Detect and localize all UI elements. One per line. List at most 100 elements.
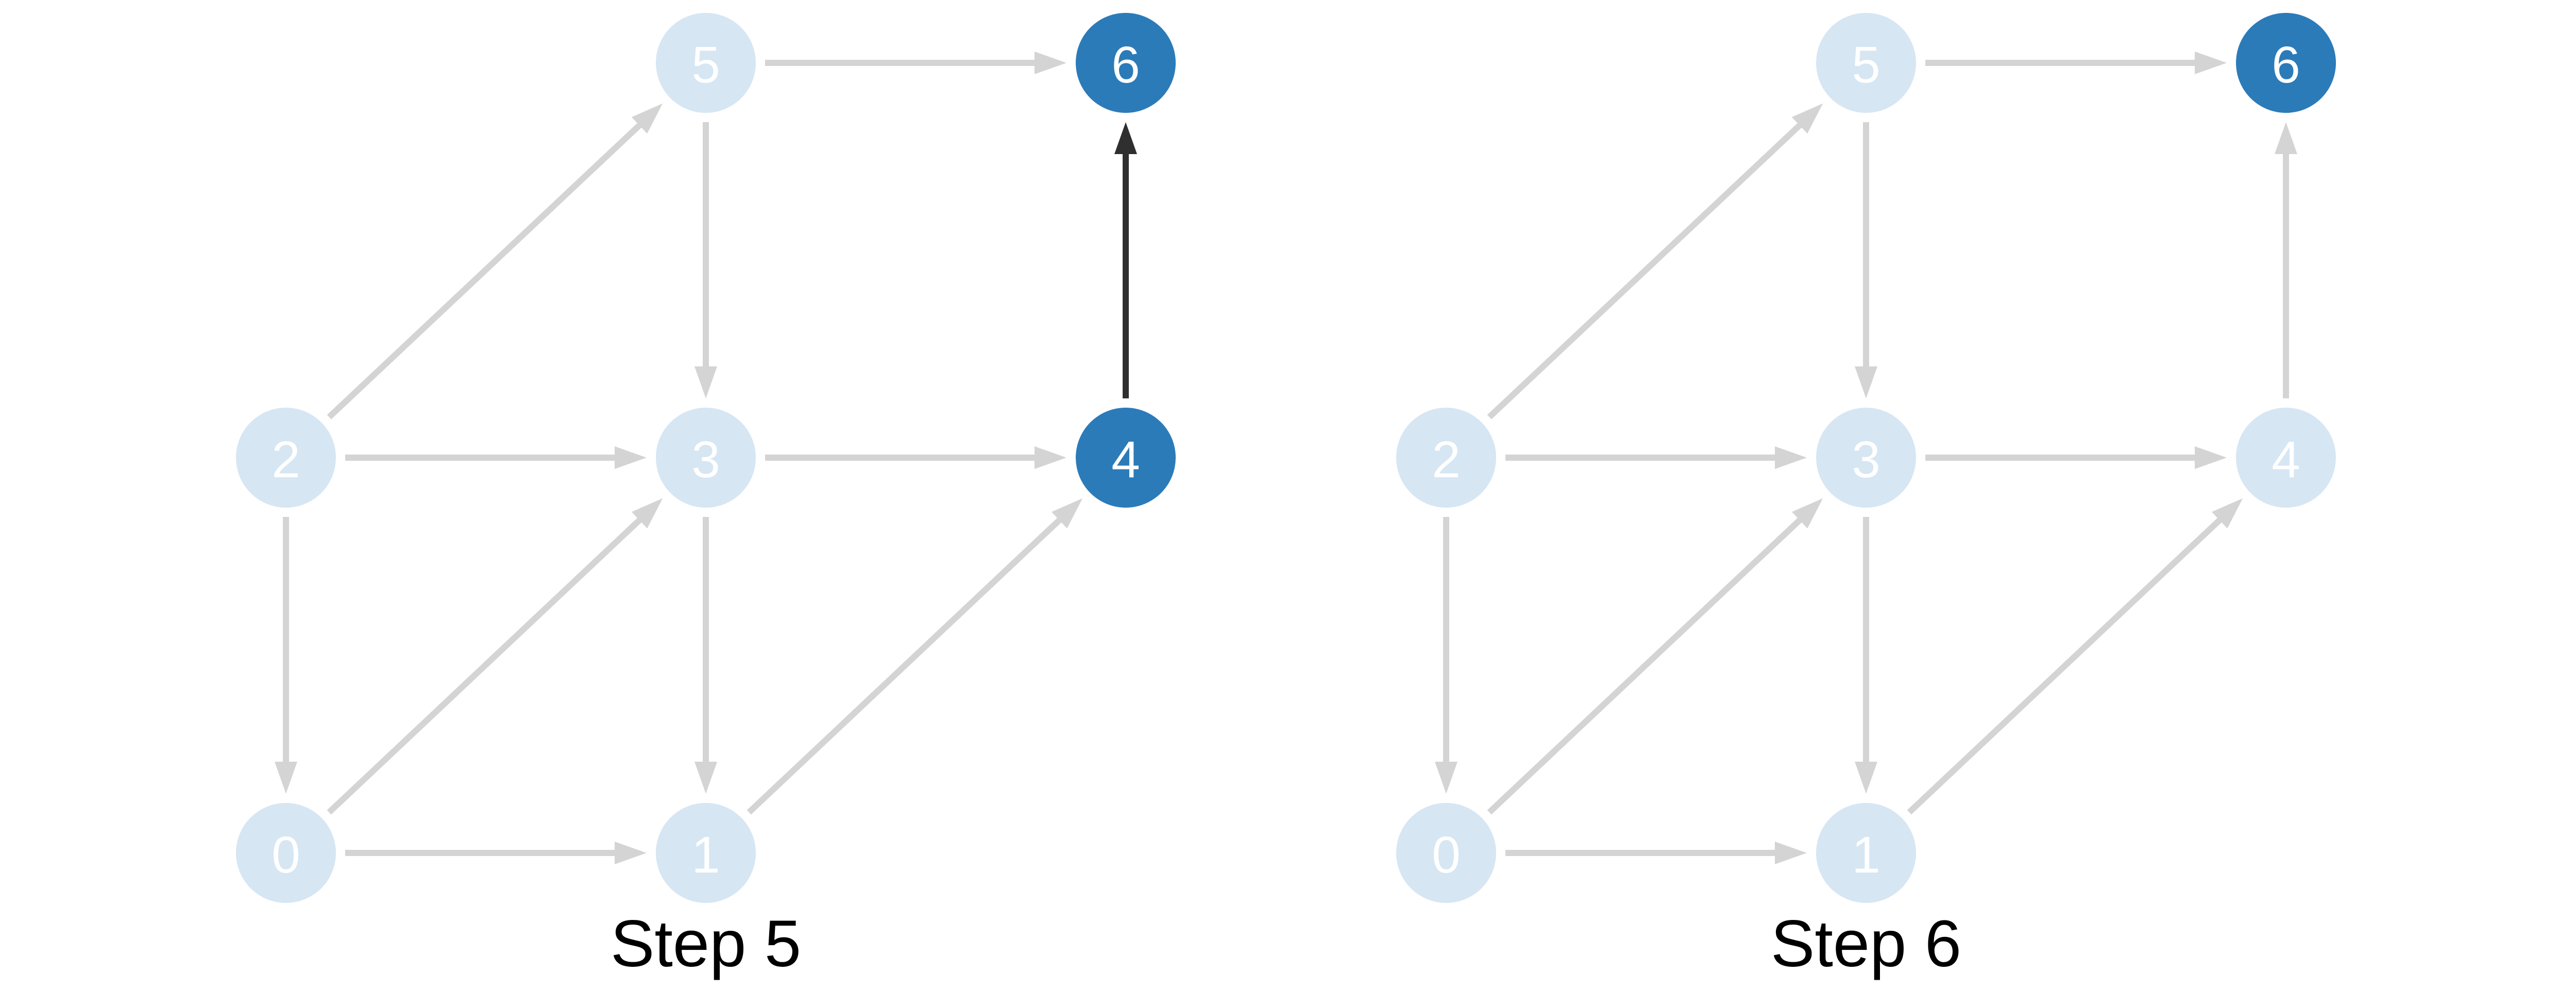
node-label: 2 <box>1432 431 1461 489</box>
edge-line <box>327 122 643 420</box>
edge-2-to-5 <box>327 103 663 420</box>
node-label: 1 <box>691 826 720 884</box>
arrowhead <box>275 762 297 794</box>
arrowhead <box>694 762 717 794</box>
node-circle <box>1816 803 1916 903</box>
node-circle <box>2236 408 2336 508</box>
arrowhead <box>632 498 663 529</box>
node-3: 3 <box>1816 408 1916 508</box>
node-circle <box>1076 408 1176 508</box>
edge-0-to-1 <box>1505 842 1807 864</box>
node-1: 1 <box>656 803 756 903</box>
nodes-group: 0 1 2 3 4 5 6 <box>236 13 1176 903</box>
edge-3-to-4 <box>1925 446 2227 469</box>
node-label: 3 <box>691 431 720 489</box>
node-circle <box>2236 13 2336 113</box>
node-5: 5 <box>1816 13 1916 113</box>
node-label: 1 <box>1852 826 1880 884</box>
node-circle <box>656 408 756 508</box>
arrowhead <box>1775 842 1807 864</box>
node-2: 2 <box>1396 408 1496 508</box>
node-label: 4 <box>1111 431 1140 489</box>
node-5: 5 <box>656 13 756 113</box>
edge-5-to-6 <box>1925 52 2227 74</box>
panel-caption: Step 6 <box>1771 907 1961 981</box>
node-label: 3 <box>1852 431 1880 489</box>
arrowhead <box>694 366 717 398</box>
node-label: 0 <box>1432 826 1461 884</box>
edge-1-to-4 <box>747 498 1083 815</box>
node-label: 6 <box>1111 36 1140 94</box>
edge-2-to-5 <box>1487 103 1823 420</box>
arrowhead <box>615 446 647 469</box>
node-6: 6 <box>2236 13 2336 113</box>
edge-line <box>1487 516 1804 815</box>
node-circle <box>1816 13 1916 113</box>
node-1: 1 <box>1816 803 1916 903</box>
arrowhead <box>1035 446 1066 469</box>
arrowhead <box>1035 52 1066 74</box>
arrowhead <box>1114 122 1137 154</box>
node-label: 0 <box>272 826 300 884</box>
arrowhead <box>2195 52 2227 74</box>
edges-group <box>1435 52 2297 864</box>
edge-5-to-3 <box>1855 122 1877 398</box>
edge-3-to-4 <box>765 446 1066 469</box>
edge-4-to-6 <box>2275 122 2297 398</box>
edge-0-to-3 <box>1487 498 1823 815</box>
arrowhead <box>1775 446 1807 469</box>
node-circle <box>236 803 336 903</box>
edge-1-to-4 <box>1907 498 2243 815</box>
nodes-group: 0 1 2 3 4 5 6 <box>1396 13 2336 903</box>
edge-line <box>327 516 643 815</box>
edge-2-to-3 <box>345 446 647 469</box>
arrowhead <box>1052 498 1083 529</box>
edge-2-to-0 <box>1435 517 1458 794</box>
edge-0-to-3 <box>327 498 663 815</box>
node-6: 6 <box>1076 13 1176 113</box>
arrowhead <box>1855 366 1877 398</box>
arrowhead <box>2195 446 2227 469</box>
node-circle <box>1816 408 1916 508</box>
panel-caption: Step 5 <box>611 907 801 981</box>
arrowhead <box>1435 762 1458 794</box>
arrowhead <box>1791 103 1823 134</box>
edges-group <box>275 52 1137 864</box>
edge-3-to-1 <box>694 517 717 794</box>
node-label: 2 <box>272 431 300 489</box>
arrowhead <box>1855 762 1877 794</box>
edge-2-to-3 <box>1505 446 1807 469</box>
arrowhead <box>2212 498 2243 529</box>
node-0: 0 <box>236 803 336 903</box>
node-circle <box>236 408 336 508</box>
arrowhead <box>631 103 663 134</box>
arrowhead <box>1792 498 1823 529</box>
node-3: 3 <box>656 408 756 508</box>
node-4: 4 <box>1076 408 1176 508</box>
node-circle <box>656 803 756 903</box>
node-label: 5 <box>1852 36 1880 94</box>
node-0: 0 <box>1396 803 1496 903</box>
edge-5-to-3 <box>694 122 717 398</box>
edge-line <box>1907 516 2224 815</box>
node-circle <box>1396 803 1496 903</box>
edge-3-to-1 <box>1855 517 1877 794</box>
edge-5-to-6 <box>765 52 1066 74</box>
edge-4-to-6 <box>1114 122 1137 398</box>
edge-0-to-1 <box>345 842 647 864</box>
edge-line <box>747 516 1063 815</box>
node-label: 5 <box>691 36 720 94</box>
arrowhead <box>2275 122 2297 154</box>
edge-2-to-0 <box>275 517 297 794</box>
node-circle <box>656 13 756 113</box>
edge-line <box>1487 122 1804 420</box>
node-circle <box>1076 13 1176 113</box>
node-4: 4 <box>2236 408 2336 508</box>
node-label: 6 <box>2272 36 2300 94</box>
panel-step-6: 0 1 2 3 4 5 6 Step 6 <box>1396 13 2336 981</box>
node-circle <box>1396 408 1496 508</box>
panel-step-5: 0 1 2 3 4 5 6 Step 5 <box>236 13 1176 981</box>
node-2: 2 <box>236 408 336 508</box>
node-label: 4 <box>2272 431 2300 489</box>
